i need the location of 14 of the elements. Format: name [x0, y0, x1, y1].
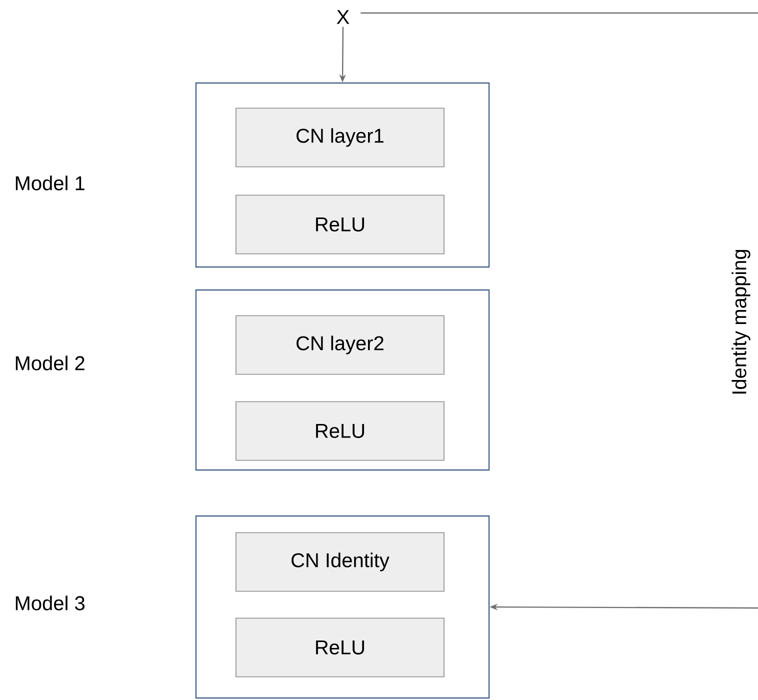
model-box	[195, 82, 490, 268]
input-label: X	[336, 10, 350, 24]
layer-box: CN layer1	[236, 108, 444, 168]
layer-box: CN layer2	[236, 315, 444, 375]
model-label: Model 1	[16, 176, 84, 190]
model-box	[195, 515, 490, 699]
layer-box: ReLU	[236, 618, 444, 678]
layer-box: ReLU	[236, 194, 444, 254]
layer-box: CN Identity	[236, 532, 444, 592]
layer-box: ReLU	[236, 401, 444, 461]
model-box	[195, 289, 490, 471]
model-label: Model 2	[16, 356, 84, 370]
model-label: Model 3	[16, 596, 85, 610]
side-label: Identity mapping	[732, 250, 750, 394]
